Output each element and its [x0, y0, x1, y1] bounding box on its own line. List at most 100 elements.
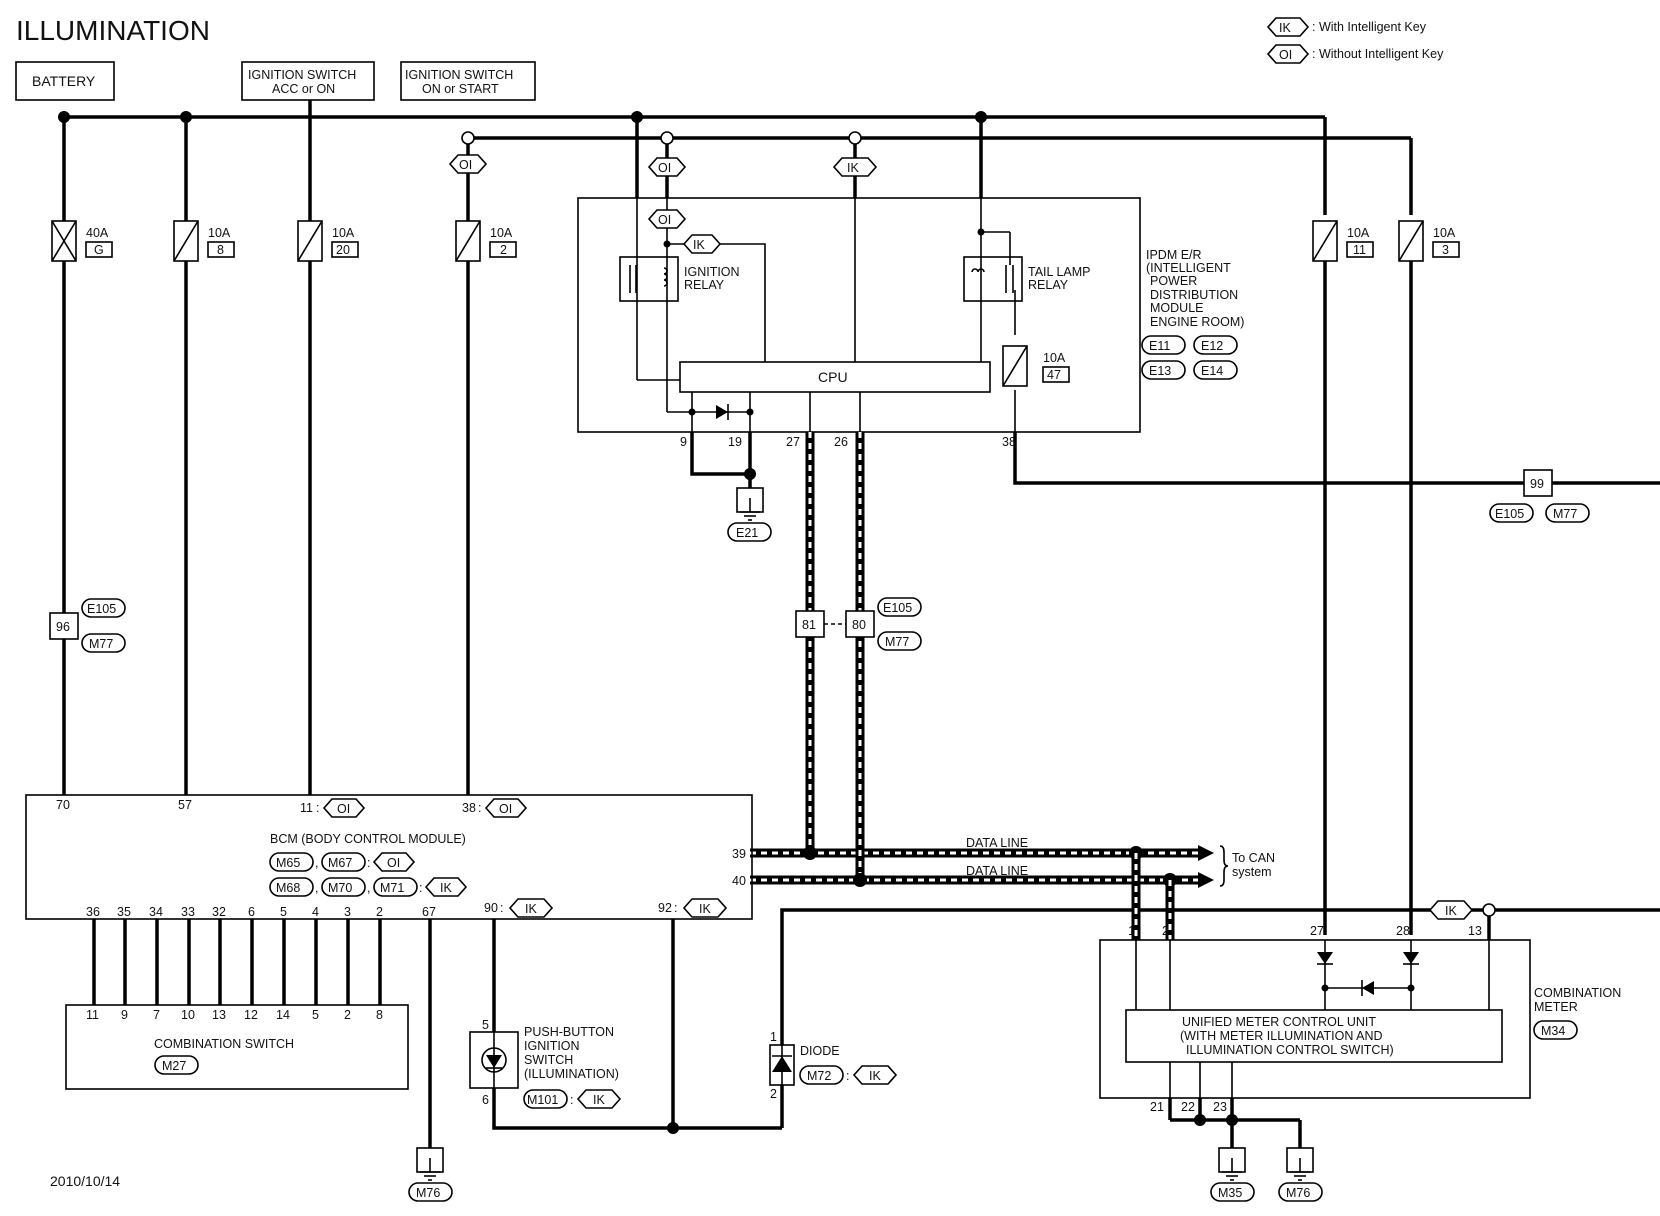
svg-text:2: 2: [376, 905, 383, 919]
svg-text:,: ,: [315, 856, 318, 870]
svg-text:M34: M34: [1541, 1024, 1565, 1038]
diagram-title: ILLUMINATION: [16, 15, 210, 46]
svg-text:G: G: [94, 243, 104, 257]
svg-text:IK: IK: [440, 881, 452, 895]
svg-text:DIODE: DIODE: [800, 1044, 840, 1058]
svg-text:E14: E14: [1201, 364, 1223, 378]
svg-text:23: 23: [1213, 1100, 1227, 1114]
svg-text:36: 36: [86, 905, 100, 919]
svg-text:IGNITION: IGNITION: [524, 1039, 580, 1053]
legend-oi-code: OI: [1279, 48, 1292, 62]
bcm-pin-40: 40: [732, 874, 746, 888]
fuse-10a-20: 10A 20: [297, 220, 359, 262]
ign-acc-label-1: IGNITION SWITCH: [248, 68, 356, 82]
tag-oi-ipdm-2: OI: [658, 213, 671, 227]
bcm-pins-bottom: 36 35 34 33 32 6 5 4 3 2 67 90 : IK 92 :…: [86, 898, 728, 919]
svg-text:2: 2: [500, 243, 507, 257]
svg-text:10A: 10A: [332, 226, 355, 240]
svg-text:90: 90: [484, 901, 498, 915]
data-line-label-2: DATA LINE: [966, 864, 1028, 878]
svg-text:5: 5: [312, 1008, 319, 1022]
svg-text:57: 57: [178, 798, 192, 812]
svg-text:(WITH METER ILLUMINATION AND: (WITH METER ILLUMINATION AND: [1180, 1029, 1383, 1043]
svg-text:67: 67: [422, 905, 436, 919]
svg-text:2: 2: [344, 1008, 351, 1022]
legend-ik-code: IK: [1279, 21, 1291, 35]
svg-text:3: 3: [344, 905, 351, 919]
svg-text:6: 6: [482, 1093, 489, 1107]
svg-text:10A: 10A: [1433, 226, 1456, 240]
ignition-relay: IK IGNITION RELAY: [619, 234, 766, 365]
svg-text:M101: M101: [527, 1093, 558, 1107]
bcm-pins-top: 70 57 11 : OI 38 : OI: [56, 798, 528, 818]
svg-text:,: ,: [315, 881, 318, 895]
svg-text:40A: 40A: [86, 226, 109, 240]
svg-text:MODULE: MODULE: [1150, 301, 1203, 315]
svg-text:IK: IK: [525, 902, 537, 916]
svg-text:ENGINE ROOM): ENGINE ROOM): [1150, 315, 1244, 329]
svg-text:OI: OI: [337, 802, 350, 816]
battery-label: BATTERY: [32, 73, 96, 89]
svg-text:20: 20: [336, 243, 350, 257]
svg-text:21: 21: [1150, 1100, 1164, 1114]
meter-control-unit: [1125, 1009, 1503, 1063]
svg-text:8: 8: [217, 243, 224, 257]
cpu-box: [679, 361, 991, 393]
data-line-label-1: DATA LINE: [966, 836, 1028, 850]
svg-text:1: 1: [770, 1030, 777, 1044]
svg-text:TAIL LAMP: TAIL LAMP: [1028, 265, 1091, 279]
can-text-1: To CAN: [1232, 851, 1275, 865]
svg-text:IK: IK: [593, 1093, 605, 1107]
ipdm-pin-19: 19: [728, 435, 742, 449]
svg-text:10A: 10A: [490, 226, 513, 240]
fuse-40a-g: 40A G: [51, 220, 113, 262]
svg-text::: :: [500, 901, 503, 915]
svg-text:10: 10: [181, 1008, 195, 1022]
ipdm-pin-38: 38: [1002, 435, 1016, 449]
ground-m76-left: M76: [416, 1186, 440, 1200]
bcm-box: [25, 794, 753, 920]
bcm-connectors: M65 , M67 : OI M68 , M70 , M71 : IK: [269, 852, 468, 897]
fuse-10a-3: 10A 3: [1398, 220, 1460, 262]
ipdm-connectors: E11 E12 E13 E14: [1141, 335, 1238, 380]
svg-text:8: 8: [376, 1008, 383, 1022]
svg-text::: :: [846, 1069, 849, 1083]
ipdm-label: IPDM E/R (INTELLIGENT POWER DISTRIBUTION…: [1146, 248, 1244, 329]
svg-text:4: 4: [312, 905, 319, 919]
svg-text:3: 3: [1442, 243, 1449, 257]
svg-text:92: 92: [658, 901, 672, 915]
svg-text:E11: E11: [1149, 339, 1170, 353]
svg-text:22: 22: [1181, 1100, 1195, 1114]
svg-text:ILLUMINATION CONTROL SWITCH): ILLUMINATION CONTROL SWITCH): [1186, 1043, 1394, 1057]
ground-m35: M35: [1218, 1186, 1242, 1200]
svg-text:PUSH-BUTTON: PUSH-BUTTON: [524, 1025, 614, 1039]
svg-text:M77: M77: [885, 635, 909, 649]
tail-lamp-relay: TAIL LAMP RELAY: [963, 228, 1091, 302]
svg-text:27: 27: [1310, 924, 1324, 938]
ipdm-box: [577, 197, 1141, 433]
svg-text:OI: OI: [499, 802, 512, 816]
svg-text:14: 14: [276, 1008, 290, 1022]
svg-text:70: 70: [56, 798, 70, 812]
ipdm-pin-26: 26: [834, 435, 848, 449]
svg-text:(ILLUMINATION): (ILLUMINATION): [524, 1067, 619, 1081]
bcm-pin-39: 39: [732, 847, 746, 861]
svg-text:(INTELLIGENT: (INTELLIGENT: [1146, 261, 1231, 275]
svg-text:RELAY: RELAY: [684, 278, 725, 292]
tag-ik-meter: IK: [1445, 904, 1457, 918]
joint-99: 99: [1530, 477, 1544, 491]
svg-text:7: 7: [153, 1008, 160, 1022]
fuse-10a-8: 10A 8: [173, 220, 235, 262]
svg-text:COMBINATION: COMBINATION: [1534, 986, 1621, 1000]
comb-switch-label: COMBINATION SWITCH: [154, 1037, 294, 1051]
svg-text:6: 6: [248, 905, 255, 919]
date-stamp: 2010/10/14: [50, 1173, 120, 1189]
comb-switch-conn: M27: [162, 1059, 186, 1073]
joint-81: 81: [802, 618, 816, 632]
svg-text:,: ,: [367, 881, 370, 895]
svg-text:38: 38: [462, 801, 476, 815]
svg-text:2: 2: [1162, 924, 1169, 938]
tag-oi-ipdm-1: OI: [658, 161, 671, 175]
tag-ik-ipdm: IK: [847, 161, 859, 175]
